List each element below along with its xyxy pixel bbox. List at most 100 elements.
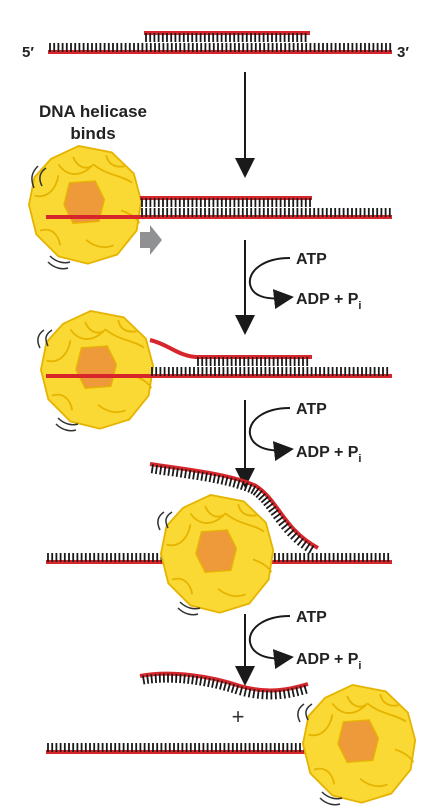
- base-tick: [183, 674, 186, 684]
- base-tick: [187, 674, 190, 684]
- base-tick: [247, 483, 253, 493]
- base-tick: [216, 474, 221, 484]
- base-tick: [256, 689, 260, 699]
- base-tick: [159, 465, 163, 475]
- base-tick: [304, 542, 311, 552]
- base-tick: [203, 677, 207, 687]
- helicase-label-line2: binds: [70, 124, 115, 143]
- base-tick: [215, 679, 219, 689]
- base-tick: [273, 512, 282, 520]
- base-tick: [308, 545, 315, 554]
- base-tick: [192, 470, 196, 480]
- motion-lines-row4: [157, 511, 201, 616]
- base-tick: [232, 478, 237, 488]
- base-tick: [171, 467, 175, 477]
- base-tick: [299, 685, 304, 696]
- base-tick: [260, 496, 269, 504]
- base-tick: [250, 485, 257, 495]
- base-tick: [247, 688, 252, 698]
- helicase-row3: [40, 310, 155, 430]
- ticks-row4-displaced: [150, 464, 315, 554]
- base-tick: [252, 487, 260, 496]
- displaced-strand-row4: [149, 462, 319, 550]
- base-tick: [295, 686, 300, 697]
- ticks-row1-template: [49, 43, 392, 52]
- base-tick: [228, 477, 233, 487]
- base-tick: [274, 690, 277, 700]
- adp-label-2: ADP + Pi: [296, 444, 361, 465]
- base-tick: [142, 675, 146, 685]
- base-tick: [212, 473, 217, 484]
- base-tick: [303, 684, 308, 694]
- base-tick: [290, 532, 298, 540]
- ticks-row5-template: [47, 743, 327, 752]
- base-tick: [208, 473, 212, 483]
- base-tick: [150, 674, 153, 684]
- base-tick: [270, 509, 279, 516]
- base-tick: [261, 690, 264, 700]
- base-tick: [252, 689, 256, 699]
- motion-lines-row2: [31, 165, 71, 270]
- atp-label-3: ATP: [296, 609, 327, 626]
- base-tick: [282, 689, 286, 699]
- base-tick: [200, 471, 204, 481]
- base-tick: [286, 529, 295, 537]
- base-tick: [265, 502, 274, 510]
- base-tick: [222, 681, 227, 691]
- base-tick: [211, 678, 215, 688]
- helicase-row4: [160, 494, 275, 614]
- base-tick: [179, 674, 182, 684]
- base-tick: [278, 689, 282, 700]
- base-tick: [255, 490, 263, 499]
- base-tick: [191, 675, 195, 685]
- ticks-row3-template: [151, 367, 389, 376]
- base-tick: [300, 540, 308, 549]
- adp-label-1: ADP + Pi: [296, 291, 361, 312]
- motion-lines-row3: [37, 329, 79, 432]
- three-prime-label: 3′: [397, 44, 409, 61]
- base-tick: [154, 673, 157, 684]
- base-tick: [219, 680, 223, 690]
- plus-sign: +: [232, 704, 245, 729]
- base-tick: [239, 686, 244, 696]
- base-tick: [175, 467, 179, 478]
- base-tick: [230, 683, 236, 694]
- base-tick: [196, 470, 200, 481]
- helicase-row5: [302, 684, 417, 804]
- atp-curve-3: [248, 615, 294, 670]
- base-tick: [179, 468, 183, 478]
- base-tick: [291, 687, 295, 698]
- atp-curve-1: [248, 257, 294, 310]
- adp-label-3: ADP + Pi: [296, 651, 361, 672]
- base-tick: [243, 687, 248, 697]
- base-tick: [199, 676, 203, 686]
- base-tick: [195, 675, 199, 686]
- base-tick: [281, 522, 290, 530]
- base-tick: [278, 519, 287, 527]
- atp-label-2: ATP: [296, 401, 327, 418]
- base-tick: [236, 479, 241, 489]
- base-tick: [188, 469, 192, 479]
- base-tick: [283, 525, 292, 534]
- base-tick: [204, 472, 208, 482]
- ticks-row3-annealed: [197, 357, 309, 366]
- helicase-label-line1: DNA helicase: [39, 102, 147, 121]
- ticks-row2-template: [141, 208, 391, 217]
- base-tick: [224, 476, 229, 486]
- annealed-strand-row3: [149, 338, 312, 359]
- base-tick: [146, 674, 150, 684]
- atp-label-1: ATP: [296, 251, 327, 268]
- base-tick: [240, 480, 245, 490]
- base-tick: [207, 677, 211, 688]
- motion-lines-row5: [297, 703, 343, 806]
- base-tick: [154, 464, 158, 475]
- base-tick: [263, 499, 272, 507]
- ticks-row1-annealed: [145, 33, 307, 42]
- base-tick: [226, 682, 232, 692]
- base-tick: [163, 466, 167, 476]
- base-tick: [234, 685, 240, 695]
- ticks-row2-annealed: [141, 198, 311, 207]
- base-tick: [275, 515, 284, 523]
- base-tick: [184, 469, 188, 479]
